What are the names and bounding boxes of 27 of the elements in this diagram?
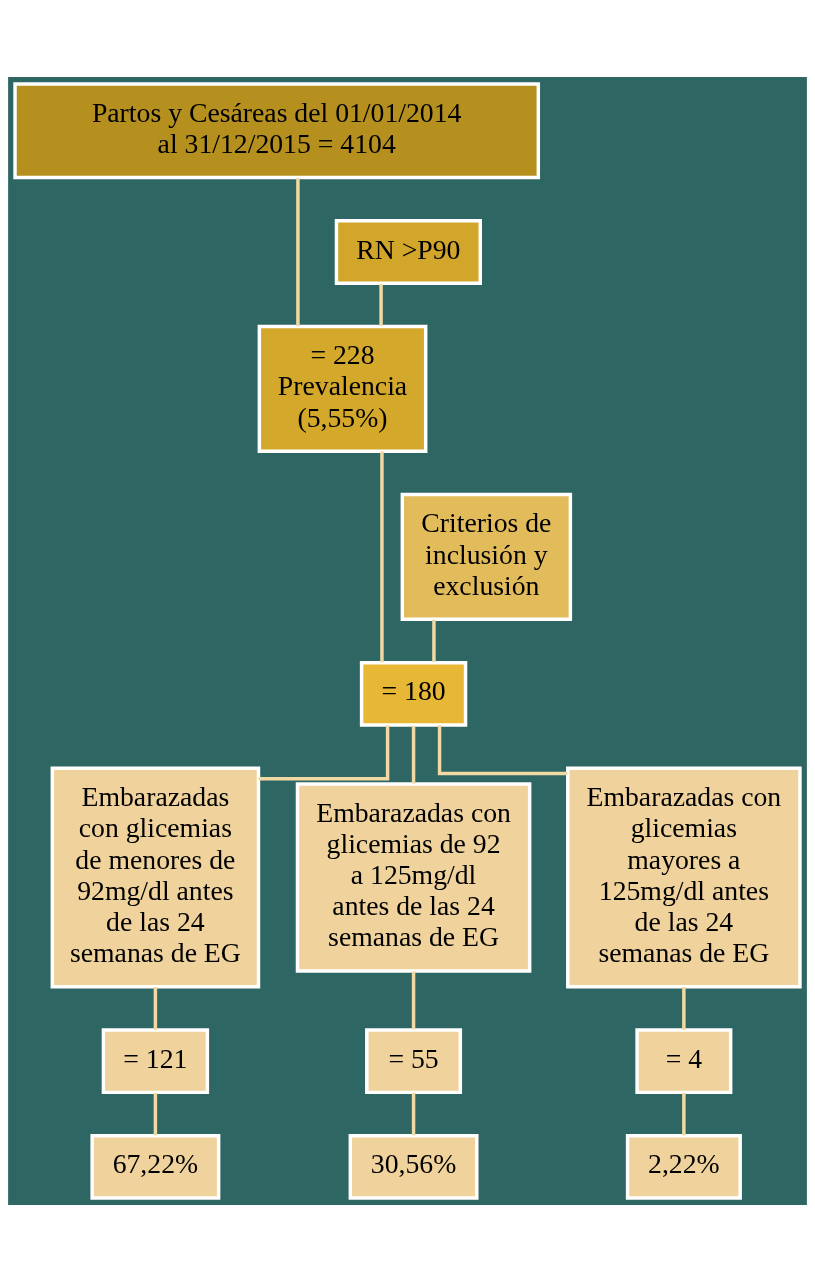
node-box: 67,22% (90, 1133, 221, 1200)
connector (682, 987, 686, 1030)
connector (411, 725, 416, 784)
node-box: Criterios de inclusión y exclusión (400, 492, 573, 622)
node-box: RN >P90 (334, 219, 482, 285)
node-box: = 55 (365, 1028, 463, 1095)
connector (437, 725, 568, 776)
connector (411, 971, 416, 1030)
node-box: = 121 (101, 1028, 210, 1095)
connector (153, 987, 158, 1030)
connector (411, 1092, 416, 1136)
connector (153, 1092, 158, 1136)
connector (379, 283, 383, 327)
node-box: Partos y Cesáreas del 01/01/2014 al 31/12/2015 = 4104 (13, 82, 541, 180)
node-box: 2,22% (625, 1133, 742, 1200)
connector (682, 1092, 686, 1136)
node-box: = 228 Prevalencia (5,55%) (257, 324, 428, 453)
connector (380, 451, 384, 663)
node-box: 30,56% (348, 1133, 479, 1200)
node-box: = 180 (359, 660, 468, 727)
node-box: Embarazadas con glicemias mayores a 125mg/dl antes de las 24 semanas de EG (566, 766, 802, 989)
connector (432, 619, 436, 662)
connector (296, 178, 300, 327)
node-box: Embarazadas con glicemias de 92 a 125mg/dl antes de las 24 semanas de EG (295, 782, 532, 973)
connector (258, 725, 390, 781)
node-box: = 4 (635, 1028, 733, 1095)
node-box: Embarazadas con glicemias de menores de 92mg/dl antes de las 24 semanas de EG (50, 766, 261, 989)
